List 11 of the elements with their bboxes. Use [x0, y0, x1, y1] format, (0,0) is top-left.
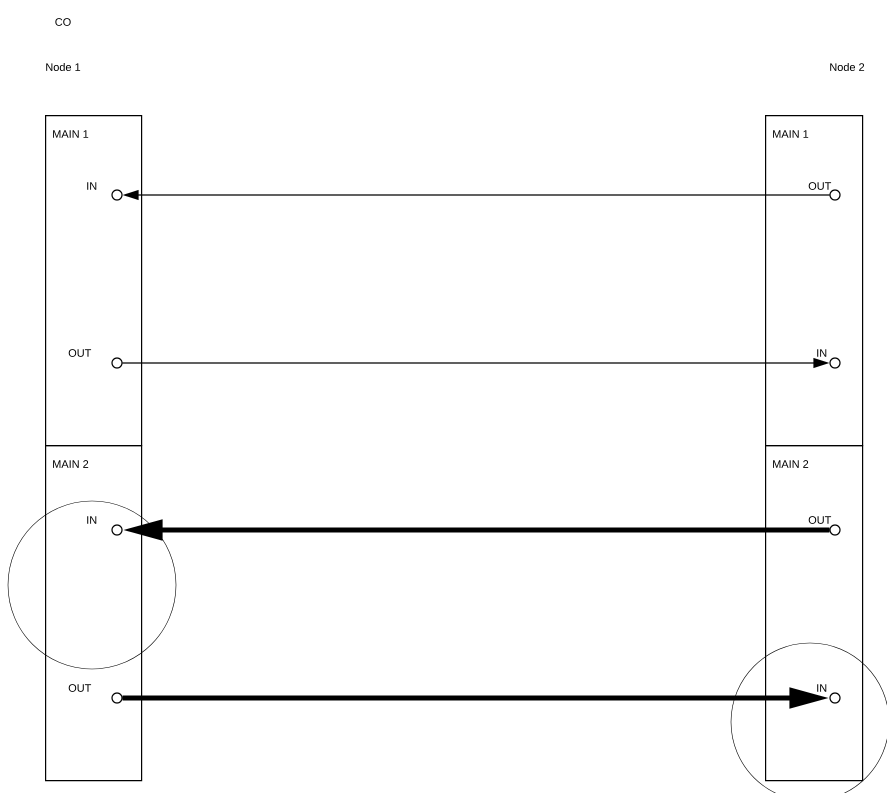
- port-label: OUT: [808, 516, 832, 524]
- port-label: OUT: [68, 684, 92, 692]
- port-label: IN: [87, 516, 96, 524]
- port-label: OUT: [808, 182, 832, 190]
- port-label: IN: [817, 349, 826, 357]
- port-label: IN: [87, 182, 96, 190]
- heading-label: CO: [55, 18, 71, 26]
- heading-label: Node 2: [830, 62, 864, 72]
- heading-label: Node 1: [46, 62, 80, 72]
- port-label: OUT: [68, 349, 92, 357]
- port-label: IN: [817, 684, 826, 692]
